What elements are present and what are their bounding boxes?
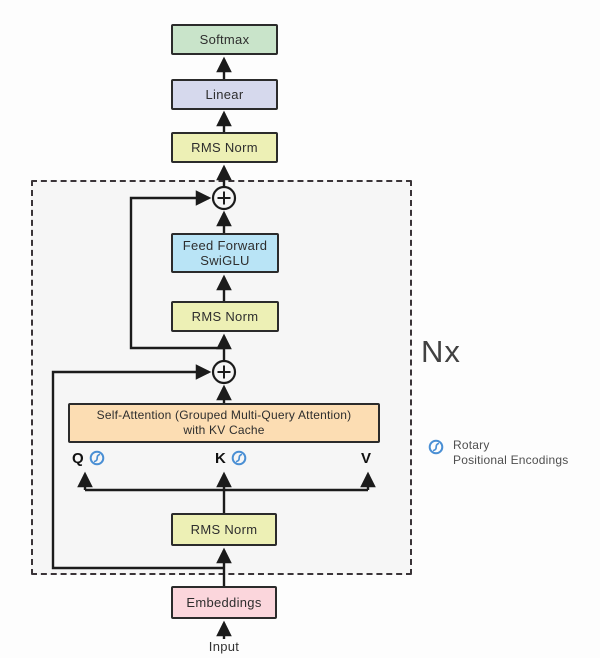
rotary-encoding-icon <box>428 439 444 455</box>
block-label: RMS Norm <box>190 522 258 537</box>
repeat-count-label: Nx <box>421 334 461 369</box>
block-softmax: Softmax <box>171 24 278 55</box>
residual-add-icon-attention <box>211 359 237 385</box>
residual-ffn-skip <box>129 190 224 350</box>
rotary-legend: Rotary Positional Encodings <box>428 438 568 468</box>
block-rms-norm-bottom: RMS Norm <box>171 513 277 546</box>
key-input: K <box>215 449 247 467</box>
value-input: V <box>361 449 371 467</box>
value-label: V <box>361 449 372 467</box>
block-label-line1: Self-Attention (Grouped Multi-Query Atte… <box>96 408 352 422</box>
rotary-encoding-icon <box>89 450 104 466</box>
residual-attention-skip <box>51 364 224 570</box>
block-label-line1: Feed Forward <box>182 238 268 253</box>
block-label: Softmax <box>199 32 250 47</box>
rotary-encoding-icon <box>231 450 247 466</box>
query-label: Q <box>72 449 84 467</box>
block-label: RMS Norm <box>191 309 259 324</box>
block-label-line2: with KV Cache <box>183 423 265 437</box>
block-label: Linear <box>205 87 244 102</box>
block-embeddings: Embeddings <box>171 586 277 619</box>
block-linear: Linear <box>171 79 278 110</box>
legend-line2: Positional Encodings <box>453 453 569 467</box>
block-self-attention: Self-Attention (Grouped Multi-Query Atte… <box>68 403 380 443</box>
key-label: K <box>215 449 226 467</box>
block-rms-norm-top: RMS Norm <box>171 132 278 163</box>
legend-line1: Rotary <box>453 438 490 452</box>
block-rms-norm-mid: RMS Norm <box>171 301 279 332</box>
residual-add-icon-ffn <box>211 185 237 211</box>
query-input: Q <box>72 449 105 467</box>
block-label: RMS Norm <box>191 140 258 155</box>
block-label: Embeddings <box>186 595 262 610</box>
block-label-line2: SwiGLU <box>200 253 250 268</box>
block-feed-forward-swiglu: Feed Forward SwiGLU <box>171 233 279 273</box>
input-label: Input <box>208 639 240 654</box>
